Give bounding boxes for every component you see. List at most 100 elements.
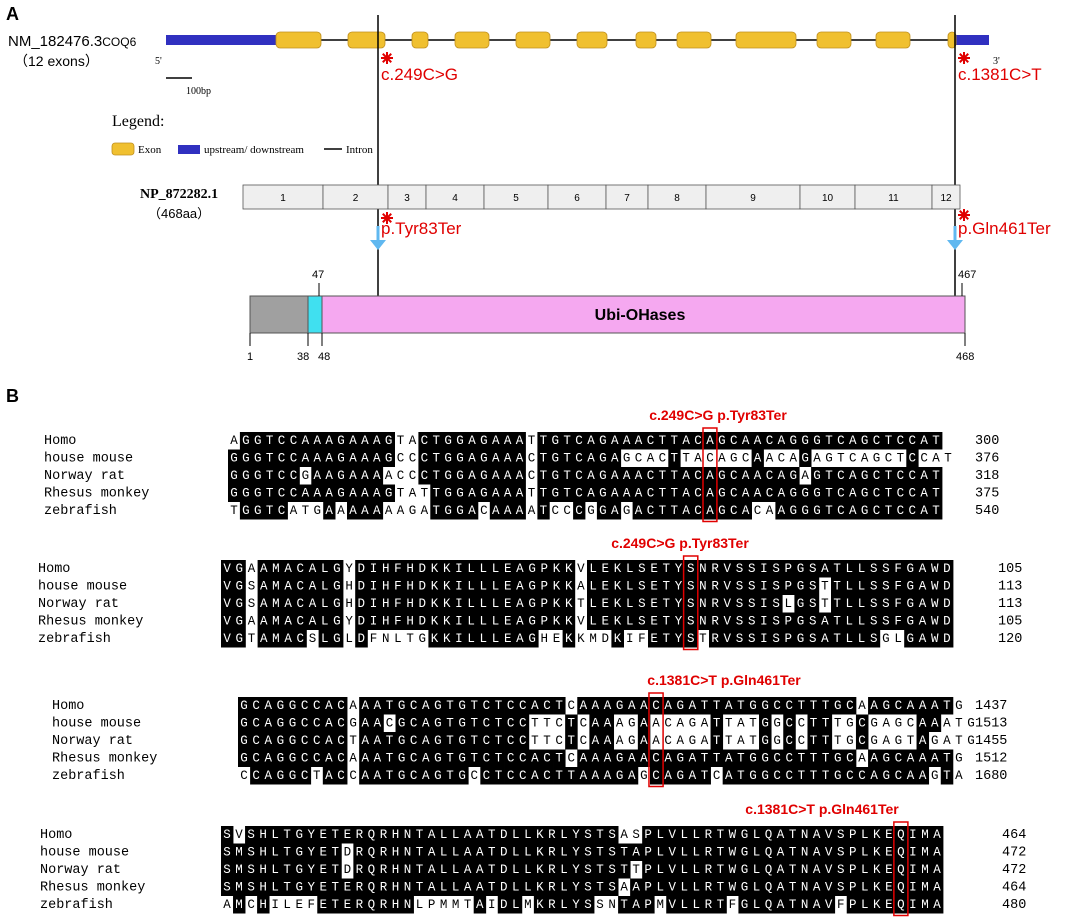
residue: K <box>873 863 881 877</box>
residue: C <box>873 487 881 501</box>
residue: A <box>777 881 785 895</box>
residue: G <box>931 734 939 748</box>
residue: L <box>480 580 488 594</box>
residue: A <box>592 734 600 748</box>
residue-shade <box>739 467 752 485</box>
residue: C <box>410 699 418 713</box>
residue: Y <box>307 846 315 860</box>
residue: G <box>599 487 607 501</box>
residue: V <box>668 846 676 860</box>
residue: G <box>677 699 685 713</box>
residue: A <box>907 769 915 783</box>
residue: A <box>374 752 382 766</box>
residue: A <box>325 752 333 766</box>
residue: C <box>313 752 321 766</box>
residue: E <box>504 615 512 629</box>
residue: M <box>452 898 460 912</box>
residue: C <box>297 632 305 646</box>
residue: G <box>434 699 442 713</box>
residue: M <box>921 881 929 895</box>
residue-shade <box>906 432 919 450</box>
residue: A <box>592 769 600 783</box>
exon-11 <box>875 31 911 49</box>
residue: A <box>337 504 345 518</box>
residue: T <box>397 434 405 448</box>
residue: R <box>356 828 364 842</box>
residue: L <box>452 828 460 842</box>
residue: A <box>635 487 643 501</box>
residue: Y <box>675 580 683 594</box>
residue: L <box>467 597 475 611</box>
residue: A <box>580 769 588 783</box>
residue-shade <box>549 449 562 467</box>
residue: G <box>289 717 297 731</box>
species-name: house mouse <box>40 846 129 861</box>
residue: A <box>931 699 939 713</box>
residue: G <box>254 487 262 501</box>
residue: T <box>488 881 496 895</box>
residue: L <box>861 898 869 912</box>
residue: A <box>932 452 940 466</box>
residue: T <box>834 734 842 748</box>
residue: T <box>406 632 414 646</box>
exon-count-label: （12 exons） <box>14 53 99 69</box>
residue: C <box>742 452 750 466</box>
residue-shade <box>668 449 681 467</box>
residue: A <box>385 469 393 483</box>
residue: K <box>553 615 561 629</box>
residue: A <box>361 752 369 766</box>
residue: T <box>725 717 733 731</box>
residue-shade <box>727 467 741 485</box>
residue: T <box>798 769 806 783</box>
residue: T <box>432 434 440 448</box>
residue: G <box>797 632 805 646</box>
residue: G <box>456 434 464 448</box>
residue: T <box>737 769 745 783</box>
protein-exon-number: 5 <box>513 193 519 204</box>
residue: G <box>444 469 452 483</box>
residue: H <box>345 580 353 594</box>
residue: D <box>419 615 427 629</box>
residue-shade <box>775 467 788 485</box>
residue: G <box>528 580 536 594</box>
residue: A <box>422 717 430 731</box>
residue: G <box>230 487 238 501</box>
legend-exon-swatch <box>111 142 135 156</box>
residue: T <box>495 769 503 783</box>
residue: A <box>742 434 750 448</box>
residue: L <box>321 580 329 594</box>
residue: A <box>933 881 941 895</box>
residue: R <box>548 828 556 842</box>
residue: A <box>677 734 685 748</box>
residue: C <box>873 469 881 483</box>
residue: A <box>920 434 928 448</box>
residue: R <box>711 632 719 646</box>
residue: S <box>608 828 616 842</box>
residue: A <box>664 769 672 783</box>
residue: T <box>283 846 291 860</box>
residue: T <box>540 487 548 501</box>
residue: C <box>706 452 714 466</box>
residue: G <box>761 752 769 766</box>
residue-shade <box>513 432 526 450</box>
residue: C <box>897 469 905 483</box>
residue: E <box>344 898 352 912</box>
residue: A <box>428 863 436 877</box>
residue: K <box>873 881 881 895</box>
residue: A <box>742 469 750 483</box>
residue: G <box>277 699 285 713</box>
residue: C <box>252 717 260 731</box>
residue-shade <box>275 484 288 502</box>
residue: Q <box>897 881 905 895</box>
residue: S <box>608 863 616 877</box>
residue: A <box>492 487 500 501</box>
residue: G <box>907 562 915 576</box>
residue: T <box>397 487 405 501</box>
residue: A <box>813 828 821 842</box>
residue: A <box>373 504 381 518</box>
residue: A <box>265 717 273 731</box>
residue: K <box>431 597 439 611</box>
residue: C <box>543 769 551 783</box>
residue: G <box>333 580 341 594</box>
residue: A <box>265 769 273 783</box>
